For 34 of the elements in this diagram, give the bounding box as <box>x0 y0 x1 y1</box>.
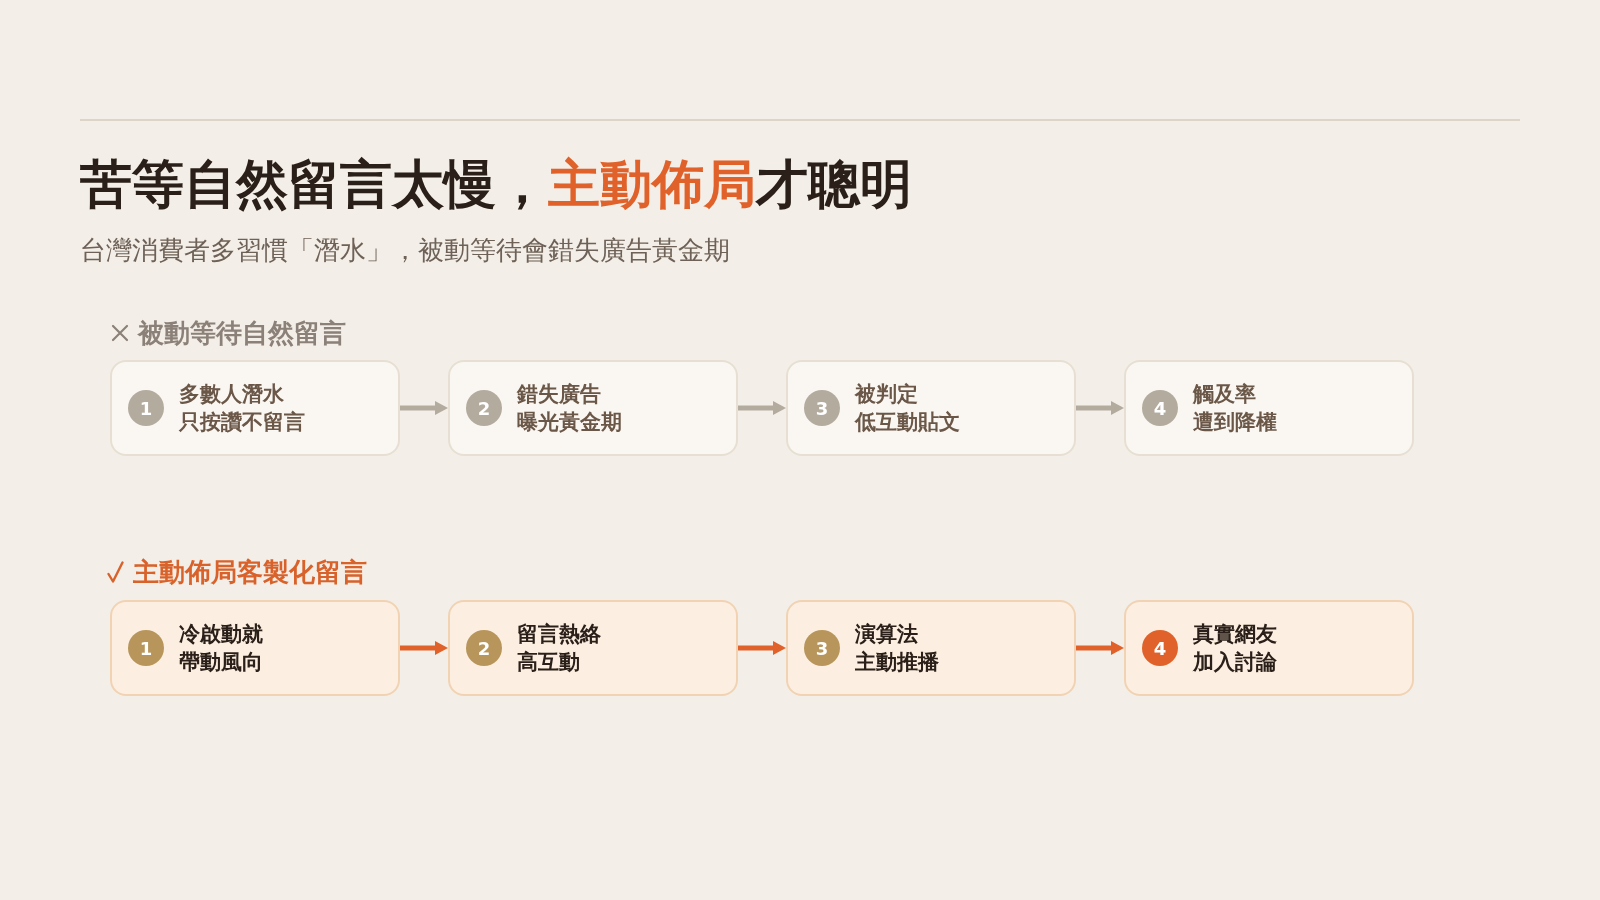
arrow <box>1076 401 1124 415</box>
step-card <box>110 360 400 456</box>
step-card <box>1124 600 1414 696</box>
step-text: 錯失廣告曝光黃金期 <box>517 381 622 436</box>
step-number-circle: 3 <box>804 630 840 666</box>
step-card <box>448 600 738 696</box>
step-number-circle: 2 <box>466 390 502 426</box>
step-card <box>786 360 1076 456</box>
step-number-circle: 3 <box>804 390 840 426</box>
arrow <box>400 641 448 655</box>
step-text: 留言熱絡高互動 <box>517 621 601 676</box>
step-card <box>448 360 738 456</box>
step-text: 觸及率遭到降權 <box>1193 381 1277 436</box>
page-title: 苦等自然留言太慢，主動佈局才聰明 <box>80 152 912 216</box>
step-text: 被判定低互動貼文 <box>855 381 960 436</box>
step-text: 真實網友加入討論 <box>1193 621 1277 676</box>
step-number-circle: 4 <box>1142 630 1178 666</box>
arrow <box>738 641 786 655</box>
subtitle: 台灣消費者多習慣「潛水」，被動等待會錯失廣告黃金期 <box>80 234 730 267</box>
step-number-circle: 2 <box>466 630 502 666</box>
step-text: 多數人潛水只按讚不留言 <box>179 381 305 436</box>
step-number-circle: 4 <box>1142 390 1178 426</box>
arrow <box>738 401 786 415</box>
arrow <box>1076 641 1124 655</box>
arrow <box>400 401 448 415</box>
step-text: 演算法主動推播 <box>855 621 939 676</box>
step-text: 冷啟動就帶動風向 <box>179 621 263 676</box>
step-card <box>1124 360 1414 456</box>
section-heading: 被動等待自然留言 <box>138 317 346 350</box>
step-card <box>110 600 400 696</box>
step-number-circle: 1 <box>128 630 164 666</box>
section-heading: 主動佈局客製化留言 <box>133 556 367 589</box>
step-number-circle: 1 <box>128 390 164 426</box>
step-card <box>786 600 1076 696</box>
